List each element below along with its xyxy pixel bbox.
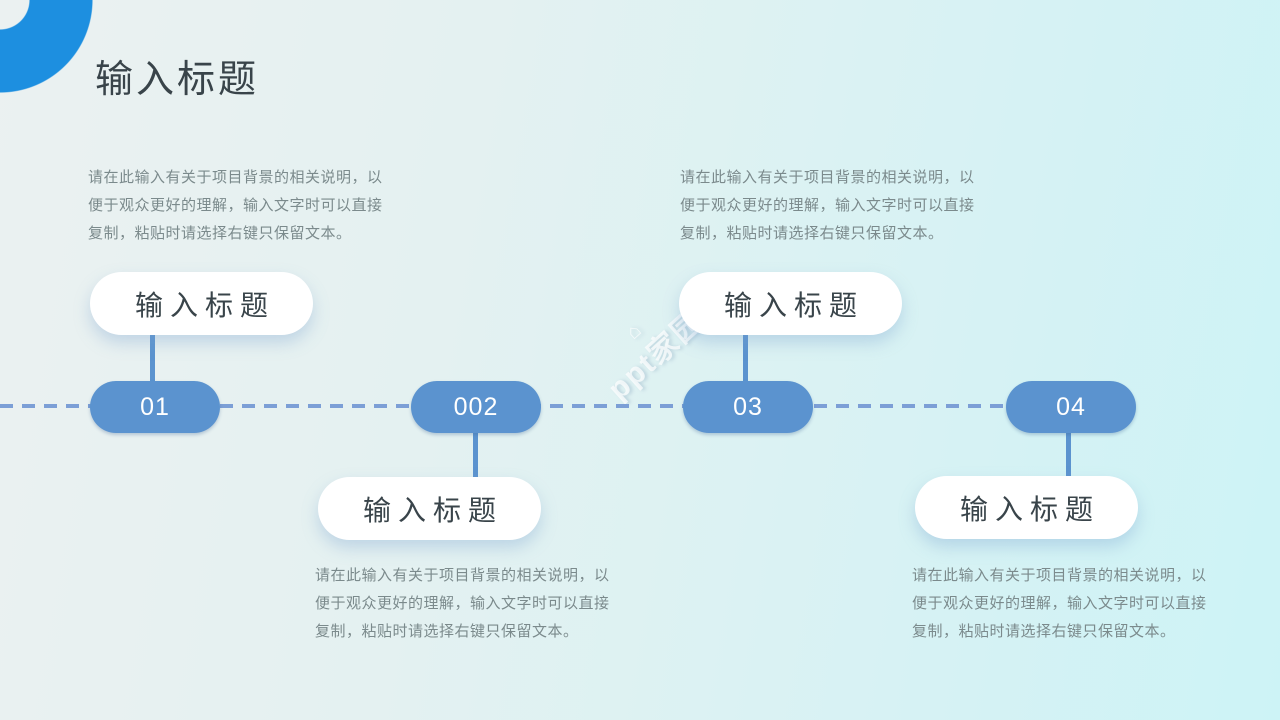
description-line: 复制，粘贴时请选择右键只保留文本。 [912, 623, 1176, 640]
label-pill-2-text: 输入标题 [362, 494, 503, 526]
timeline-node-1: 01 [90, 381, 220, 433]
timeline-node-2: 002 [411, 381, 541, 433]
description-line: 请在此输入有关于项目背景的相关说明，以 [88, 169, 383, 186]
label-pill-3: 输入标题 [679, 272, 902, 335]
description-block-4: 请在此输入有关于项目背景的相关说明，以 便于观众更好的理解，输入文字时可以直接 … [912, 562, 1207, 646]
description-line: 复制，粘贴时请选择右键只保留文本。 [680, 225, 944, 242]
description-line: 便于观众更好的理解，输入文字时可以直接 [912, 595, 1207, 612]
description-line: 请在此输入有关于项目背景的相关说明，以 [315, 567, 610, 584]
description-line: 便于观众更好的理解，输入文字时可以直接 [680, 197, 975, 214]
timeline-node-4: 04 [1006, 381, 1136, 433]
description-block-2: 请在此输入有关于项目背景的相关说明，以 便于观众更好的理解，输入文字时可以直接 … [680, 164, 975, 248]
label-pill-4: 输入标题 [915, 476, 1138, 539]
description-block-3: 请在此输入有关于项目背景的相关说明，以 便于观众更好的理解，输入文字时可以直接 … [315, 562, 610, 646]
label-pill-1: 输入标题 [90, 272, 313, 335]
description-line: 请在此输入有关于项目背景的相关说明，以 [912, 567, 1207, 584]
description-line: 便于观众更好的理解，输入文字时可以直接 [88, 197, 383, 214]
timeline-node-3: 03 [683, 381, 813, 433]
description-line: 复制，粘贴时请选择右键只保留文本。 [88, 225, 352, 242]
connector-item-2 [473, 425, 478, 481]
label-pill-3-text: 输入标题 [723, 289, 864, 321]
house-icon: ⌂ [622, 318, 648, 344]
label-pill-4-text: 输入标题 [959, 493, 1100, 525]
description-block-1: 请在此输入有关于项目背景的相关说明，以 便于观众更好的理解，输入文字时可以直接 … [88, 164, 383, 248]
page-title: 输入标题 [95, 59, 260, 101]
label-pill-1-text: 输入标题 [134, 289, 275, 321]
timeline-node-2-number: 002 [453, 392, 499, 421]
description-line: 请在此输入有关于项目背景的相关说明，以 [680, 169, 975, 186]
timeline-node-1-number: 01 [140, 392, 170, 421]
description-line: 便于观众更好的理解，输入文字时可以直接 [315, 595, 610, 612]
timeline-node-3-number: 03 [733, 392, 763, 421]
corner-ring-decoration [0, 0, 120, 120]
connector-item-3 [743, 330, 748, 390]
label-pill-2: 输入标题 [318, 477, 541, 540]
description-line: 复制，粘贴时请选择右键只保留文本。 [315, 623, 579, 640]
timeline-node-4-number: 04 [1056, 392, 1086, 421]
connector-item-4 [1066, 425, 1071, 481]
connector-item-1 [150, 330, 155, 390]
